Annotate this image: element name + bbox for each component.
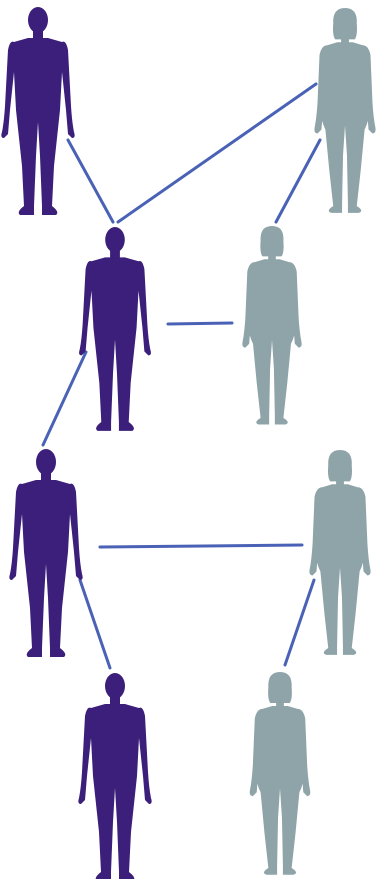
female-figure-icon [250,672,311,875]
link-m3-m4 [80,580,110,668]
male-figure-icon [1,7,74,215]
female-figure-icon [242,226,301,425]
female-figure-icon [309,450,370,655]
link-m3-f3 [100,545,302,547]
link-f3-f4 [285,580,314,665]
link-m1-m2 [68,140,113,222]
male-figure-icon [78,673,151,879]
link-f1-f2 [276,140,320,222]
link-m2-f2 [168,323,232,324]
male-figure-icon [79,227,151,431]
female-figure-icon [314,8,375,213]
figures-layer [1,7,375,879]
link-m2-m3 [43,352,86,445]
male-figure-icon [9,449,82,657]
